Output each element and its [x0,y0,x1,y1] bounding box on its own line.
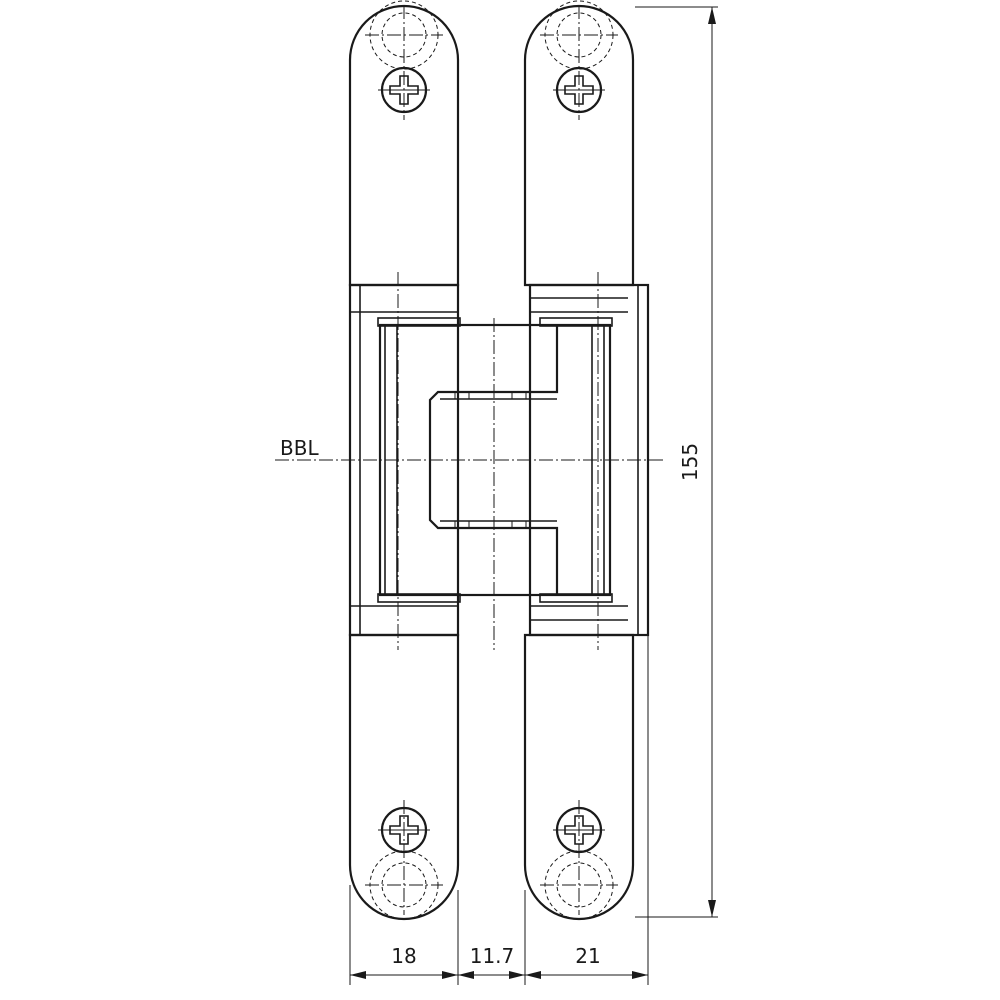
width-dimensions: 18 11.7 21 [349,636,649,985]
left-leaf [348,4,460,921]
right-top-plate [523,4,635,287]
height-dimension-label: 155 [678,443,702,481]
left-width-label: 18 [391,944,416,968]
upper-right-pin [539,317,613,327]
lower-left-pin [377,593,461,603]
notch [511,520,527,529]
lower-right-pin [539,593,613,603]
bbl-label: BBL [280,436,319,460]
notch [511,391,527,400]
screw-hole-left-bottom [365,800,443,920]
gap-width-label: 11.7 [470,944,515,968]
notch [454,391,470,400]
screw-hole-left-top [365,0,443,120]
notch [454,520,470,529]
height-dimension: 155 [635,6,718,918]
upper-left-pin [377,317,461,327]
right-leaf [523,4,650,921]
right-width-label: 21 [575,944,600,968]
left-top-plate [348,4,460,287]
screw-hole-right-top [540,0,618,120]
screw-hole-right-bottom [540,800,618,920]
